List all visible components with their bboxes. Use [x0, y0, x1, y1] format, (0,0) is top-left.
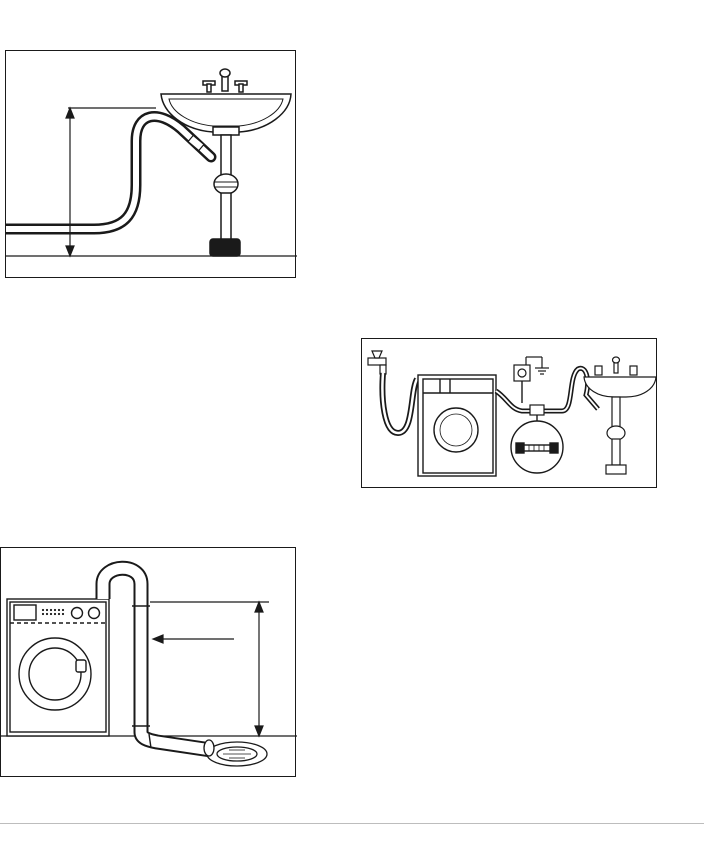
washbasin-icon	[584, 357, 656, 474]
machine-connection-figure	[361, 338, 657, 488]
standpipe-drain-illustration	[1, 548, 297, 778]
hose-coupling-icon	[511, 415, 563, 473]
floor-drain-icon	[204, 740, 267, 766]
ground-symbol-icon	[535, 357, 549, 374]
washing-machine-icon	[7, 599, 109, 736]
footer-rule	[0, 823, 704, 824]
drain-hose-icon	[6, 117, 211, 230]
sink-drain-figure	[5, 50, 296, 278]
drain-hose-icon	[103, 568, 211, 750]
machine-connection-illustration	[362, 339, 658, 489]
sink-drain-illustration	[6, 51, 297, 279]
height-arrow-icon	[150, 602, 269, 736]
washing-machine-icon	[418, 375, 496, 476]
standpipe-drain-figure	[0, 547, 296, 777]
washbasin-icon	[161, 69, 291, 256]
power-socket-icon	[514, 357, 542, 381]
water-tap-icon	[368, 351, 386, 374]
pointer-arrow-icon	[153, 635, 234, 643]
